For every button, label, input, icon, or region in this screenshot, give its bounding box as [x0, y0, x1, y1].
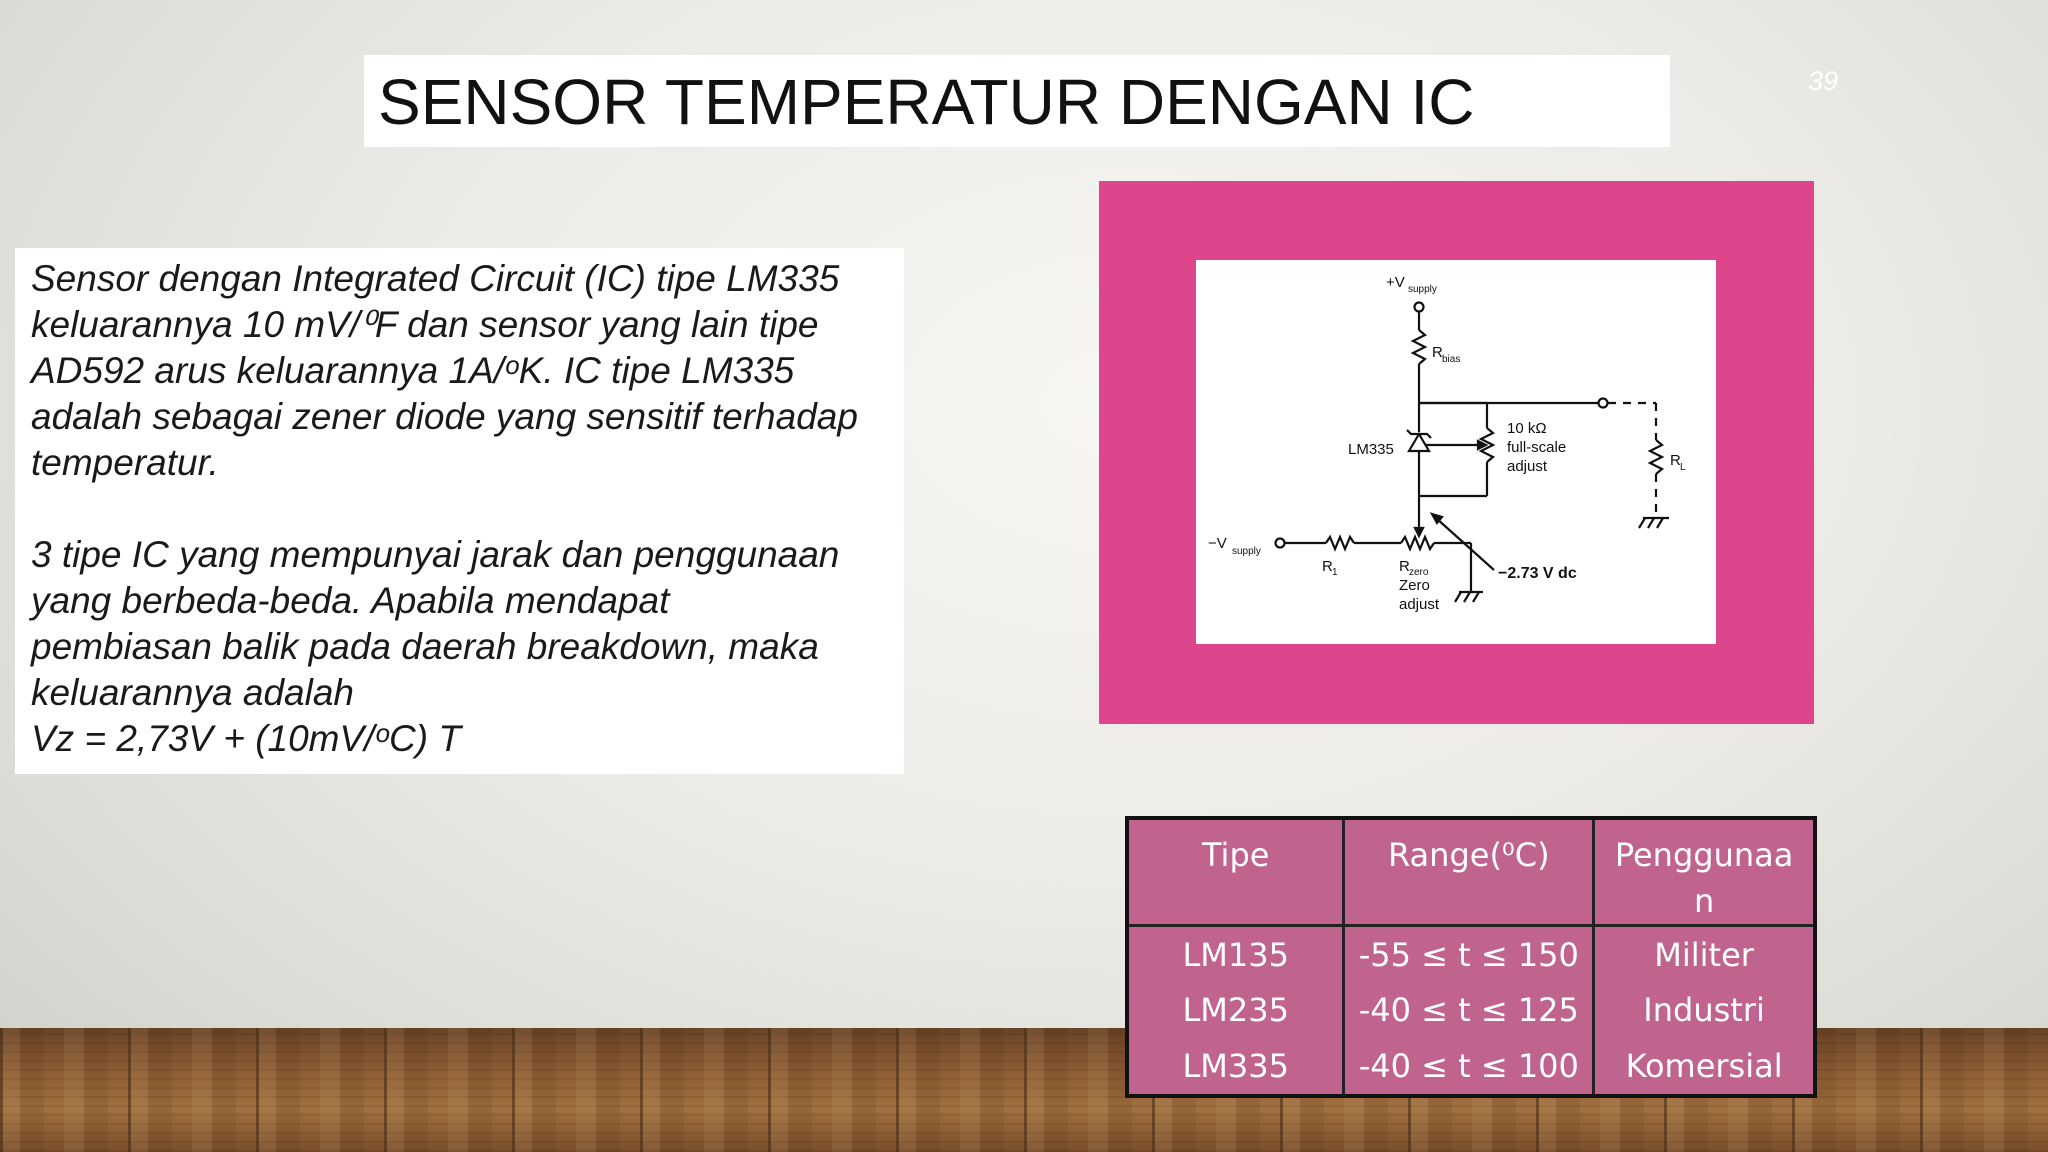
cell-range: -40 ≤ t ≤ 100 [1342, 1038, 1596, 1096]
zener-diode [1407, 431, 1431, 453]
cell-penggunaan: Komersial [1592, 1038, 1817, 1096]
cell-penggunaan: Militer [1592, 925, 1817, 983]
paragraph-2-line: yang berbeda-beda. Apabila mendapat [31, 580, 670, 621]
label-vsupply-neg: −V [1208, 535, 1227, 552]
r1-resistor [1325, 534, 1355, 552]
cell-tipe: LM335 [1125, 1038, 1346, 1096]
label-zero-line3: adjust [1399, 596, 1440, 613]
paragraph-2-line: keluarannya adalah [31, 672, 354, 713]
title-box: SENSOR TEMPERATUR DENGAN IC [364, 55, 1670, 147]
fullscale-pot [1478, 427, 1496, 463]
table-row: LM235 -40 ≤ t ≤ 125 Industri [1125, 982, 1817, 1039]
circuit-svg: +V supply R bias LM335 10 kΩ full-scale … [1208, 274, 1686, 613]
label-rl: R [1670, 452, 1681, 469]
paragraph-2: 3 tipe IC yang mempunyai jarak dan pengg… [31, 532, 901, 762]
header-tipe: Tipe [1125, 818, 1346, 926]
label-rbias-sub: bias [1442, 354, 1460, 365]
paragraph-2-line: pembiasan balik pada daerah breakdown, m… [31, 626, 819, 667]
formula-line: Vz = 2,73V + (10mV/ᵒC) T [31, 718, 461, 759]
header-penggunaan: Penggunaa n [1592, 818, 1817, 926]
label-rbias: R [1432, 344, 1443, 361]
paragraph-2-line: 3 tipe IC yang mempunyai jarak dan pengg… [31, 534, 840, 575]
table-header-row: Tipe Range(⁰C) Penggunaa n [1125, 818, 1817, 926]
page-number: 39 [1808, 66, 1839, 96]
circuit-diagram: +V supply R bias LM335 10 kΩ full-scale … [1196, 260, 1716, 644]
label-vsupply-pos: +V [1386, 274, 1405, 291]
cell-range: -55 ≤ t ≤ 150 [1342, 925, 1596, 983]
paragraph-1: Sensor dengan Integrated Circuit (IC) ti… [31, 258, 858, 483]
label-rzero: R [1399, 558, 1410, 575]
slide-title: SENSOR TEMPERATUR DENGAN IC [378, 66, 1475, 138]
label-r1-sub: 1 [1332, 567, 1338, 578]
header-range: Range(⁰C) [1342, 818, 1596, 926]
label-r1: R [1322, 558, 1333, 575]
rzero-pot [1400, 534, 1435, 552]
label-pot-line2: full-scale [1507, 439, 1566, 456]
header-range-text: Range(⁰C) [1388, 836, 1550, 874]
table-row: LM335 -40 ≤ t ≤ 100 Komersial [1125, 1038, 1817, 1096]
ic-type-table: Tipe Range(⁰C) Penggunaa n LM135 -55 ≤ t … [1125, 816, 1817, 1098]
rl-resistor [1647, 439, 1665, 475]
label-pot-value: 10 kΩ [1507, 420, 1547, 437]
label-vsupply-neg-sub: supply [1232, 546, 1261, 557]
cell-range: -40 ≤ t ≤ 125 [1342, 982, 1596, 1039]
label-lm335: LM335 [1348, 441, 1394, 458]
label-vdc: −2.73 V dc [1498, 565, 1577, 582]
output-terminal [1597, 397, 1609, 409]
cell-tipe: LM135 [1125, 925, 1346, 983]
label-rl-sub: L [1680, 462, 1686, 473]
label-rzero-sub: zero [1409, 567, 1429, 578]
vsupply-pos-terminal [1413, 301, 1425, 313]
label-vsupply-pos-sub: supply [1408, 284, 1437, 295]
cell-penggunaan: Industri [1592, 982, 1817, 1039]
label-zero-line2: Zero [1399, 577, 1430, 594]
cell-tipe: LM235 [1125, 982, 1346, 1039]
header-penggunaan-line1: Penggunaa [1614, 836, 1794, 874]
table-row: LM135 -55 ≤ t ≤ 150 Militer [1125, 925, 1817, 983]
header-penggunaan-line2: n [1693, 882, 1715, 920]
header-tipe-text: Tipe [1201, 836, 1270, 874]
body-text-box: Sensor dengan Integrated Circuit (IC) ti… [15, 248, 904, 774]
rbias-resistor [1410, 329, 1428, 365]
label-pot-line3: adjust [1507, 458, 1548, 475]
vsupply-neg-terminal [1274, 537, 1286, 549]
